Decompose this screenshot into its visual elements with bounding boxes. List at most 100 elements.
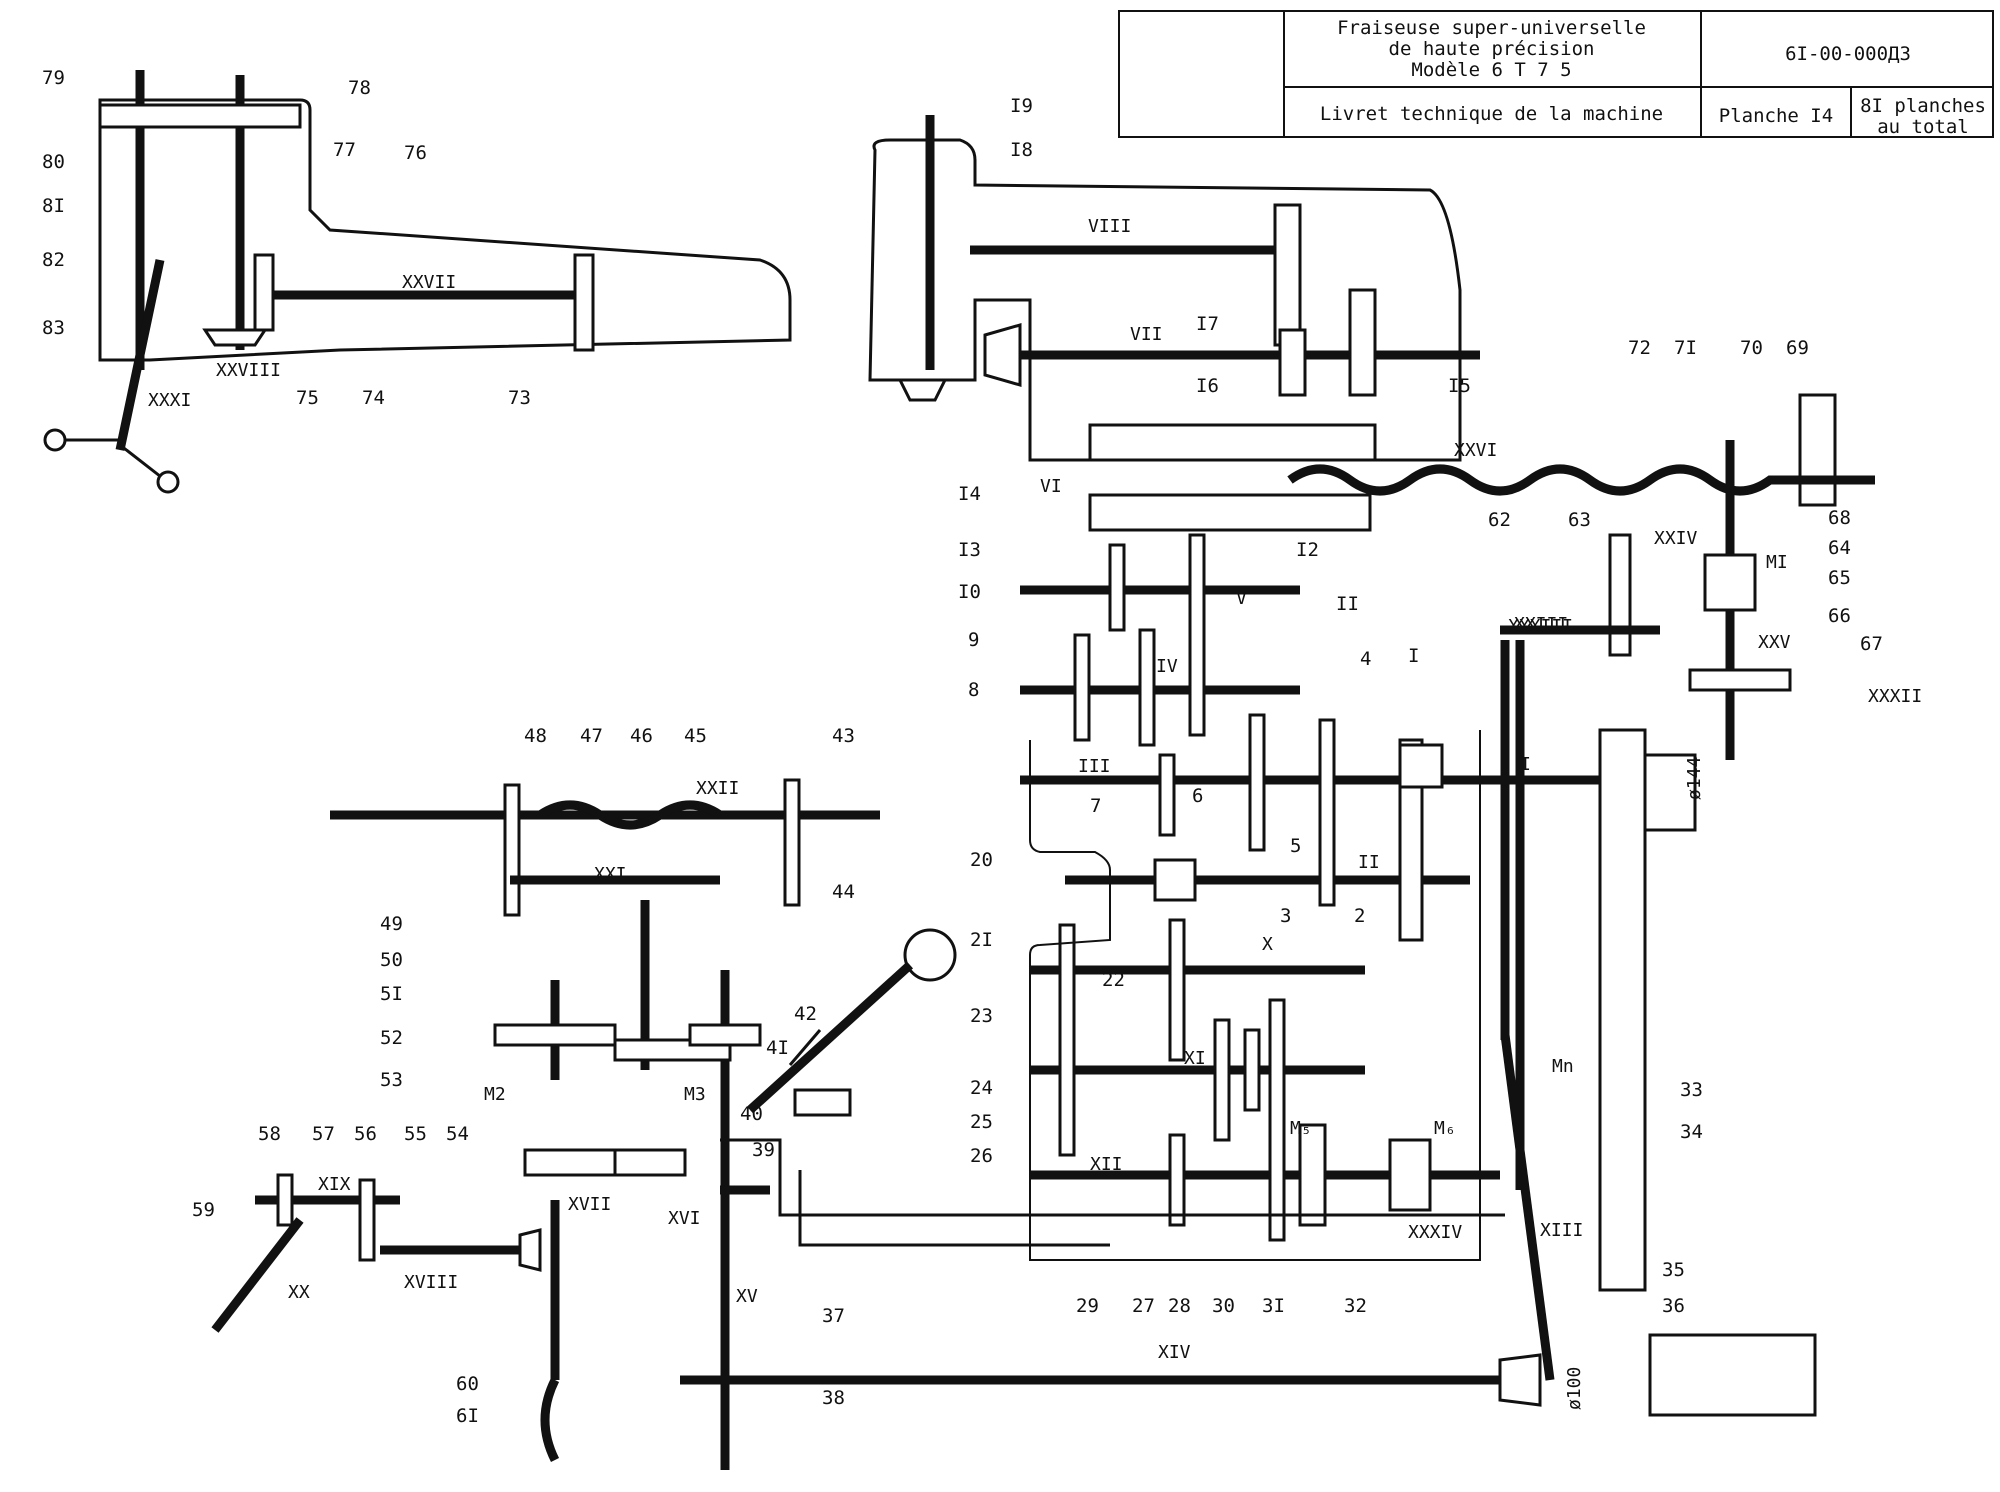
housing-xxvi [1798, 393, 1837, 507]
callout-70: 70 [1740, 337, 1763, 359]
shaft-XVII-label: XVII [568, 1194, 611, 1215]
callout-48: 48 [524, 725, 547, 747]
callout-13: I3 [958, 539, 981, 561]
callout-50: 50 [380, 949, 403, 971]
callout-2: 2 [1354, 905, 1365, 927]
shaft-VII-label: VII [1130, 324, 1163, 345]
callout-74: 74 [362, 387, 385, 409]
shaft-XI-label: XI [1184, 1048, 1206, 1069]
machine-name: Fraiseuse super-universelle de haute pré… [1285, 18, 1698, 81]
shaft-XII-label: XII [1090, 1154, 1123, 1175]
callout-39: 39 [752, 1139, 775, 1161]
shaft-XXVI-label: XXVI [1454, 440, 1497, 461]
callout-42: 42 [794, 1003, 817, 1025]
callout-23: 23 [970, 1005, 993, 1027]
callout-24: 24 [970, 1077, 993, 1099]
callout-25: 25 [970, 1111, 993, 1133]
callout-35: 35 [1662, 1259, 1685, 1281]
callout-4: 4 [1360, 648, 1371, 670]
callout-38: 38 [822, 1387, 845, 1409]
shaft-VIII-label: VIII [1088, 216, 1131, 237]
document-name: Livret technique de la machine [1319, 103, 1664, 125]
callout-19: I9 [1010, 95, 1033, 117]
shaft-XXI-label: XXI [594, 864, 627, 885]
callout-9: 9 [968, 629, 979, 651]
clutch-m1-label: MI [1766, 552, 1788, 573]
callout-12: I2 [1296, 539, 1319, 561]
feed-box [211, 730, 1505, 1470]
callout-29: 29 [1076, 1295, 1099, 1317]
shaft-I-label: I [1520, 754, 1531, 775]
shaft-XXXII-label: XXXII [1868, 686, 1922, 707]
callout-58: 58 [258, 1123, 281, 1145]
callout-79: 79 [42, 67, 65, 89]
shaft-XVI-label: XVI [668, 1208, 701, 1229]
shaft-VI-label: VI [1040, 476, 1062, 497]
shaft-XXVII-label: XXVII [402, 272, 456, 293]
callout-30: 30 [1212, 1295, 1235, 1317]
callout-20: 20 [970, 849, 993, 871]
callout-83: 83 [42, 317, 65, 339]
callout-51: 5I [380, 983, 403, 1005]
callout-3: 3 [1280, 905, 1291, 927]
callout-65: 65 [1828, 567, 1851, 589]
callout-56: 56 [354, 1123, 377, 1145]
callout-10: I0 [958, 581, 981, 603]
callout-28: 28 [1168, 1295, 1191, 1317]
callout-17: I7 [1196, 313, 1219, 335]
callout-7: 7 [1090, 795, 1101, 817]
callout-59: 59 [192, 1199, 215, 1221]
callout-11: II [1336, 593, 1359, 615]
callout-49: 49 [380, 913, 403, 935]
clutch-m3-label: M3 [684, 1084, 706, 1105]
callout-5: 5 [1290, 835, 1301, 857]
chain-drive [746, 640, 1510, 1247]
shaft-labels: I II III IV V VI VII VIII X XI XII XIII … [148, 216, 1922, 1363]
callout-57: 57 [312, 1123, 335, 1145]
pulley-diameter-144: ø144 [1684, 757, 1705, 800]
machine-name-line3: Modèle 6 T 7 5 [1411, 59, 1572, 81]
callout-62: 62 [1488, 509, 1511, 531]
callout-64: 64 [1828, 537, 1851, 559]
shaft-XXXI-label: XXXI [148, 390, 191, 411]
callout-33: 33 [1680, 1079, 1703, 1101]
callout-71: 7I [1674, 337, 1697, 359]
shaft-V-label: V [1236, 588, 1247, 609]
callout-67: 67 [1860, 633, 1883, 655]
callout-15: I5 [1448, 375, 1471, 397]
callout-labels: 79 78 80 77 76 8I 82 83 75 74 73 I9 I8 I… [42, 67, 1883, 1427]
shaft-II-label: II [1358, 852, 1380, 873]
shaft-IV-label: IV [1156, 656, 1178, 677]
shaft-XXVIII-label: XXVIII [216, 360, 281, 381]
title-block: Fraiseuse super-universelle de haute pré… [1118, 10, 1994, 138]
callout-37: 37 [822, 1305, 845, 1327]
callout-14: I4 [958, 483, 981, 505]
callout-69: 69 [1786, 337, 1809, 359]
callout-54: 54 [446, 1123, 469, 1145]
callout-34: 34 [1680, 1121, 1703, 1143]
shaft-XIX-label: XIX [318, 1174, 351, 1195]
callout-16: I6 [1196, 375, 1219, 397]
sheet-number: Planche I4 [1718, 105, 1834, 127]
drawing-number: 6I-00-000Д3 [1785, 43, 1911, 65]
callout-40: 40 [740, 1103, 763, 1125]
callout-72: 72 [1628, 337, 1651, 359]
shaft-XXXIII-label: XXXIII [1508, 616, 1573, 637]
total-sheets-line2: au total [1877, 116, 1969, 138]
callout-76: 76 [404, 142, 427, 164]
machine-name-line1: Fraiseuse super-universelle [1337, 17, 1646, 39]
shaft-XXIII-label: XXIII [1514, 614, 1568, 635]
shaft-xxvi-worm [1287, 464, 1875, 496]
callout-43: 43 [832, 725, 855, 747]
machine-name-line2: de haute précision [1388, 38, 1595, 60]
callout-22: 22 [1102, 969, 1125, 991]
callout-78: 78 [348, 77, 371, 99]
callout-66: 66 [1828, 605, 1851, 627]
callout-6: 6 [1192, 785, 1203, 807]
callout-45: 45 [684, 725, 707, 747]
shaft-X-label: X [1262, 934, 1273, 955]
callout-18: I8 [1010, 139, 1033, 161]
callout-44: 44 [832, 881, 855, 903]
callout-63: 63 [1568, 509, 1591, 531]
callout-27: 27 [1132, 1295, 1155, 1317]
